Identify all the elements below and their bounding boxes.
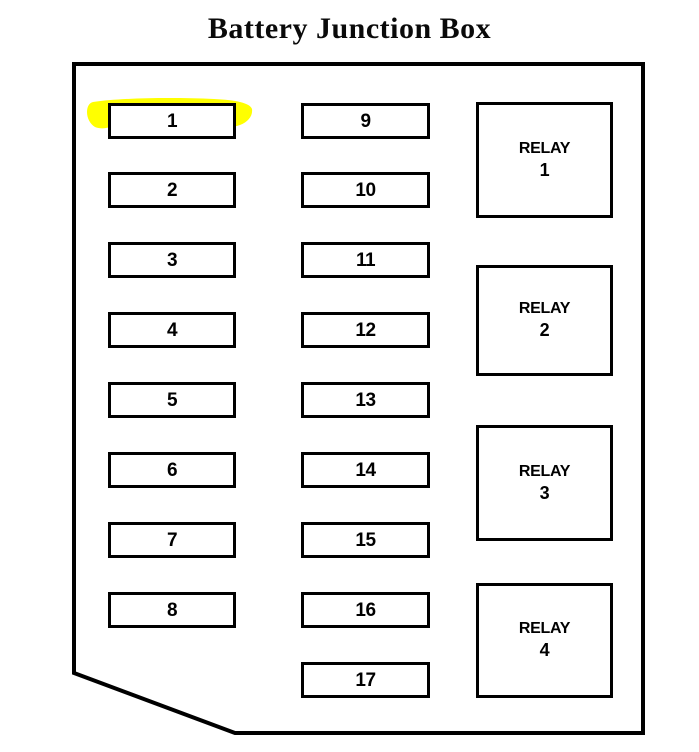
relay-1[interactable]: RELAY 1 bbox=[476, 102, 613, 218]
relay-4-word: RELAY bbox=[518, 620, 571, 638]
fuse-6[interactable]: 6 bbox=[108, 452, 236, 488]
fuse-8[interactable]: 8 bbox=[108, 592, 236, 628]
relay-3-word: RELAY bbox=[518, 462, 571, 480]
relay-1-number: 1 bbox=[539, 159, 550, 180]
fuse-14[interactable]: 14 bbox=[301, 452, 430, 488]
page-title: Battery Junction Box bbox=[207, 12, 492, 45]
fuse-4[interactable]: 4 bbox=[108, 312, 236, 348]
relay-2-number: 2 bbox=[539, 320, 550, 341]
fuse-3[interactable]: 3 bbox=[108, 242, 236, 278]
fuse-1[interactable]: 1 bbox=[108, 103, 236, 139]
fuse-7[interactable]: 7 bbox=[108, 522, 236, 558]
relay-3[interactable]: RELAY 3 bbox=[476, 425, 613, 541]
fuse-2[interactable]: 2 bbox=[108, 172, 236, 208]
relay-4[interactable]: RELAY 4 bbox=[476, 583, 613, 698]
relay-1-word: RELAY bbox=[518, 139, 571, 157]
fuse-5[interactable]: 5 bbox=[108, 382, 236, 418]
fuse-17[interactable]: 17 bbox=[301, 662, 430, 698]
fuse-15[interactable]: 15 bbox=[301, 522, 430, 558]
relay-4-number: 4 bbox=[539, 640, 550, 661]
fuse-11[interactable]: 11 bbox=[301, 242, 430, 278]
relay-2[interactable]: RELAY 2 bbox=[476, 265, 613, 376]
fuse-13[interactable]: 13 bbox=[301, 382, 430, 418]
fuse-9[interactable]: 9 bbox=[301, 103, 430, 139]
fuse-10[interactable]: 10 bbox=[301, 172, 430, 208]
relay-3-number: 3 bbox=[539, 482, 550, 503]
relay-2-word: RELAY bbox=[518, 300, 571, 318]
fuse-12[interactable]: 12 bbox=[301, 312, 430, 348]
fuse-16[interactable]: 16 bbox=[301, 592, 430, 628]
